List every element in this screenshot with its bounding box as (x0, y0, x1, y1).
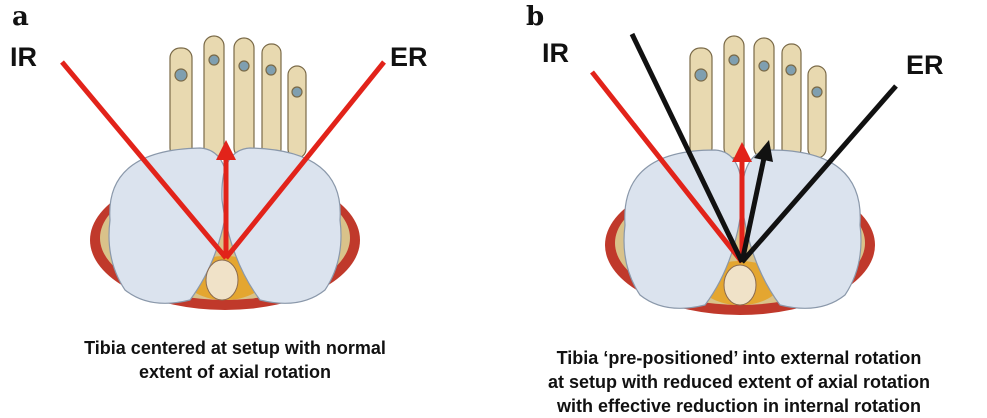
foot-bones-illustration (170, 36, 306, 158)
panel-b-illustration (490, 0, 987, 330)
panel-b-caption-line-3: with effective reduction in internal rot… (502, 394, 976, 418)
panel-a-illustration (0, 0, 470, 330)
panel-a-caption-line-1: Tibia centered at setup with normal (40, 336, 430, 360)
panel-a-caption: Tibia centered at setup with normal exte… (40, 336, 430, 384)
panel-b-caption-line-1: Tibia ‘pre-positioned’ into external rot… (502, 346, 976, 370)
panel-a: a IR ER (0, 0, 470, 418)
panel-b: b IR ER (490, 0, 987, 418)
panel-b-caption-line-2: at setup with reduced extent of axial ro… (502, 370, 976, 394)
foot-bones-illustration (690, 36, 826, 158)
panel-a-caption-line-2: extent of axial rotation (40, 360, 430, 384)
panel-b-caption: Tibia ‘pre-positioned’ into external rot… (502, 346, 976, 418)
